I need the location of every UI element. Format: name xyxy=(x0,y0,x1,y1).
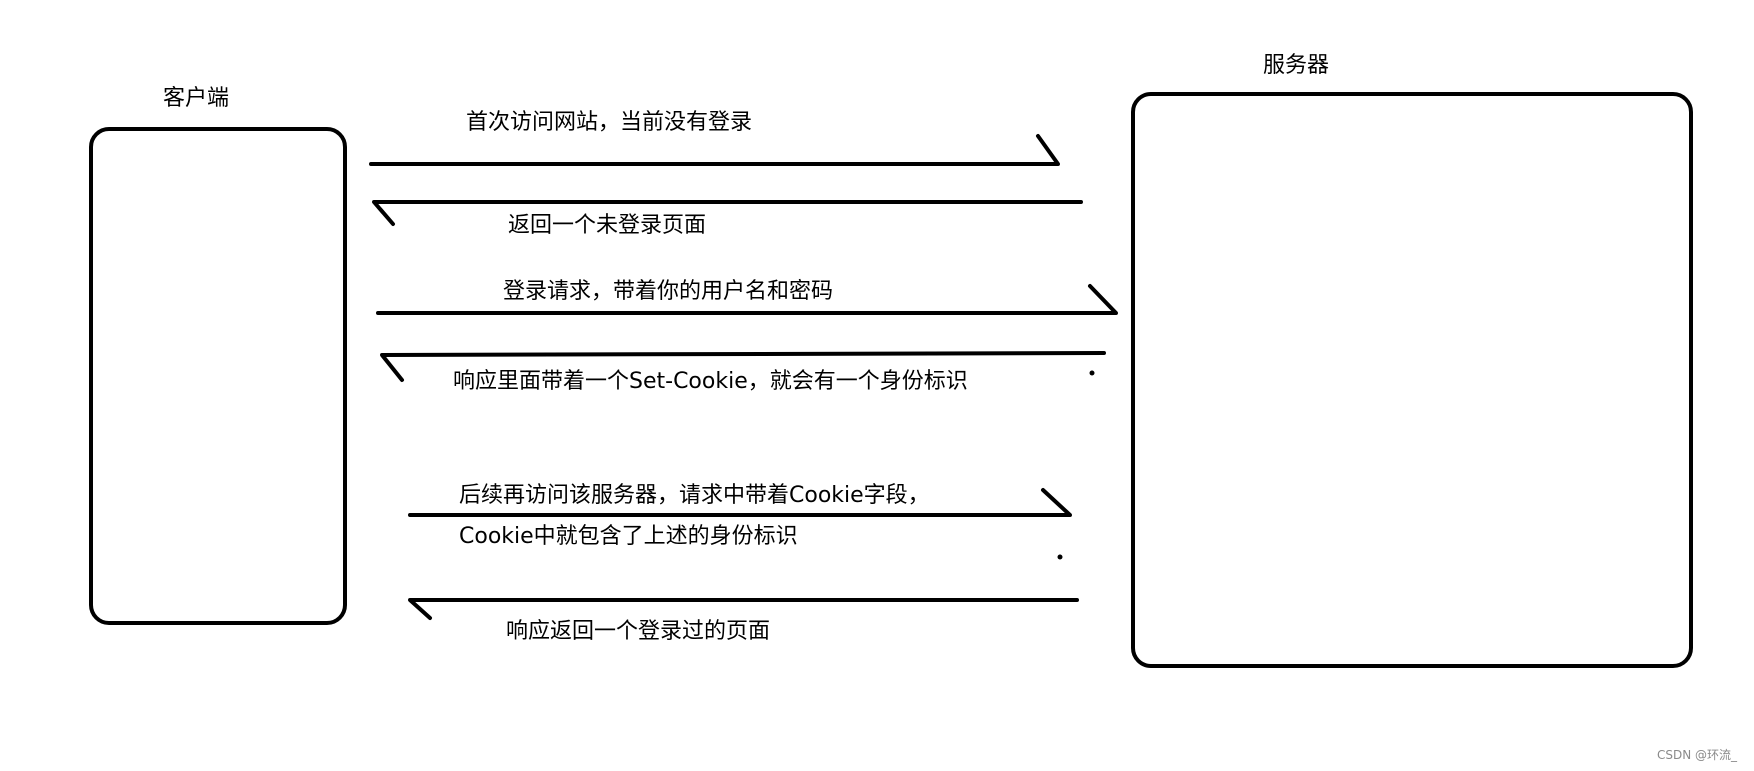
message-first-visit: 首次访问网站，当前没有登录 xyxy=(466,110,752,135)
arrow-response-set-cookie xyxy=(380,351,1106,382)
message-login-request: 登录请求，带着你的用户名和密码 xyxy=(503,279,833,304)
arrow-request-first-visit xyxy=(369,134,1060,166)
message-not-logged-in-page: 返回一个未登录页面 xyxy=(508,213,706,238)
watermark: CSDN @环流_ xyxy=(1657,748,1738,762)
server-label: 服务器 xyxy=(1263,53,1329,78)
arrow-response-logged-in xyxy=(408,598,1079,620)
message-cookie-identity: Cookie中就包含了上述的身份标识 xyxy=(459,524,798,549)
client-label: 客户端 xyxy=(163,86,229,111)
message-logged-in-page: 响应返回一个登录过的页面 xyxy=(506,619,770,644)
message-subsequent-visit: 后续再访问该服务器，请求中带着Cookie字段， xyxy=(459,483,930,508)
client-box xyxy=(89,127,347,625)
arrow-request-login xyxy=(376,284,1118,315)
stray-dot-1 xyxy=(1089,370,1095,376)
stray-dot-2 xyxy=(1057,554,1063,560)
server-box xyxy=(1131,92,1693,668)
message-set-cookie: 响应里面带着一个Set-Cookie，就会有一个身份标识 xyxy=(453,369,968,394)
arrow-request-with-cookie xyxy=(408,488,1072,517)
arrow-response-not-logged-in xyxy=(372,200,1083,226)
